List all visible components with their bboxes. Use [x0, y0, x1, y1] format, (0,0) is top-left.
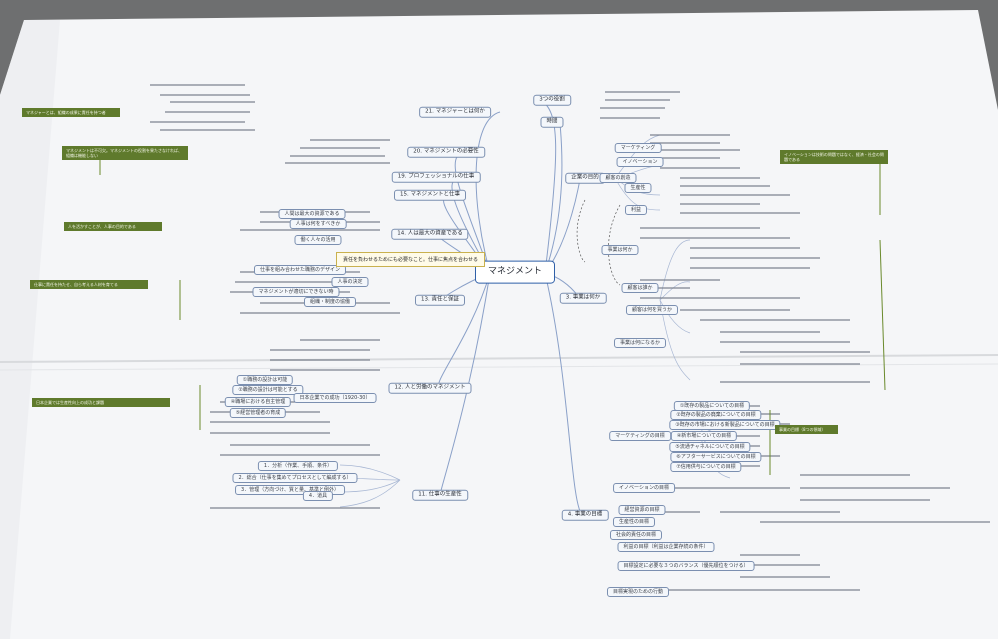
topic-13-responsibility[interactable]: 13. 責任と保証	[415, 294, 465, 306]
t14-item: 働く人々の活用	[294, 235, 342, 245]
t14-item: 人事は何をすべきか	[289, 219, 347, 229]
goal-detail: ⑦信用供与についての目標	[670, 462, 742, 472]
callout-japan: 日本企業では生産性向上の成功と課題	[32, 398, 170, 407]
sub-who-is-customer[interactable]: 顧客は誰か	[621, 283, 659, 293]
sub-what-customer-buys[interactable]: 顧客は何を買うか	[625, 305, 679, 315]
t12-item: ④職場における自主管理	[224, 397, 292, 407]
topic-time[interactable]: 時間	[540, 116, 564, 128]
goal-productivity[interactable]: 生産性の目標	[612, 517, 656, 527]
sub-customer-creation[interactable]: 顧客の創造	[599, 173, 637, 183]
goal-detail: ⑤流通チャネルについての目標	[669, 442, 751, 452]
goal-detail: ⑥アフターサービスについての目標	[670, 452, 762, 462]
t14-item: 人間は最大の資源である	[278, 209, 346, 219]
callout-goals: 事業の目標（8つの領域）	[775, 425, 838, 434]
t13-item: 人事の決定	[331, 277, 369, 287]
t13-item: 仕事を組み合わせた職務のデザイン	[253, 265, 347, 275]
topic-12-labor[interactable]: 12. 人と労働のマネジメント	[388, 382, 472, 394]
fold-line	[0, 354, 998, 363]
goal-detail: ④新市場についての目標	[670, 431, 738, 441]
goal-social-responsibility[interactable]: 社会的責任の目標	[609, 530, 663, 540]
goal-resources[interactable]: 経営資源の目標	[618, 505, 666, 515]
t11-control: 3．管理（方向づけ、質と量、基準と例外）	[235, 485, 345, 495]
sub-profit[interactable]: 利益	[624, 205, 648, 215]
goal-detail: ③既存の市場における新製品についての目標	[669, 420, 781, 430]
topic-14-people[interactable]: 14. 人は最大の資産である	[391, 228, 469, 240]
topic-21-manager[interactable]: 21. マネジャーとは何か	[419, 106, 491, 118]
t13-item: 組織・制度の協働	[303, 297, 357, 307]
topic-20-necessity[interactable]: 20. マネジメントの必要性	[407, 146, 485, 158]
callout-necessity: マネジメントは不可欠。マネジメントの役割を果たさなければ、組織は機能しない	[62, 146, 188, 160]
t12-item: ⑤経営管理者の育成	[229, 408, 287, 418]
topic-11-productivity[interactable]: 11. 仕事の生産性	[412, 489, 468, 501]
goal-innovation[interactable]: イノベーションの目標	[613, 483, 675, 493]
t12-item: ①職務の設計は可能	[236, 375, 294, 385]
topic-15-work[interactable]: 15. マネジメントと仕事	[394, 189, 466, 201]
callout-manager: マネジャーとは、組織の成果に責任を持つ者	[22, 108, 120, 117]
sub-marketing[interactable]: マーケティング	[614, 143, 662, 153]
callout-people: 人を活かすことが、人事の目的である	[64, 222, 162, 231]
t13-item: マネジメントが適切にできない時	[252, 287, 340, 297]
relation-lines	[576, 199, 621, 286]
sub-what-will-business-be[interactable]: 事業は何になるか	[613, 338, 667, 348]
t11-synthesis: 2．総合（仕事を集めてプロセスとして編成する）	[232, 473, 358, 483]
callout-innovation: イノベーションは技術の問題ではなく、経済・社会の問題である	[780, 150, 888, 164]
focus-note: 責任を負わせるためにも必要なこと。仕事に焦点を合わせる	[336, 252, 486, 267]
t11-tools: 4．道具	[302, 491, 334, 501]
paper-sheet	[0, 10, 998, 639]
paper-shadow	[0, 20, 60, 639]
t12-item: 日本企業での成功（1920-30）	[293, 393, 377, 403]
sub-innovation[interactable]: イノベーション	[616, 157, 664, 167]
goal-action[interactable]: 目標実現のための行動	[606, 587, 670, 597]
goal-three-balances[interactable]: 目標設定に必要な３つのバランス（優先順位をつける）	[617, 561, 755, 571]
sub-what-is-business[interactable]: 事業は何か	[601, 245, 639, 255]
topic-3-business[interactable]: 3. 事業は何か	[559, 292, 607, 304]
sub-productivity[interactable]: 生産性	[624, 183, 652, 193]
fold-line	[0, 363, 998, 371]
topic-19-professional[interactable]: 19. プロフェッショナルの仕事	[391, 171, 481, 183]
topic-three-roles[interactable]: 3つの役割	[533, 94, 571, 106]
goal-marketing[interactable]: マーケティングの目標	[609, 431, 671, 441]
center-topic[interactable]: マネジメント	[474, 260, 556, 284]
callout-responsibility: 仕事に責任を持たせ、自ら考える人材を育てる	[30, 280, 148, 289]
t12-item: ②職務の設計は可能とする	[232, 385, 304, 395]
topic-4-goals[interactable]: 4. 事業の目標	[561, 509, 609, 521]
bracket-lines	[99, 160, 886, 475]
t11-analysis: 1．分析（作業、手順、条件）	[257, 461, 339, 471]
goal-detail: ②既存の製品の廃棄についての目標	[670, 410, 762, 420]
goal-profit[interactable]: 利益の目標（利益は企業存続の条件）	[617, 542, 715, 552]
